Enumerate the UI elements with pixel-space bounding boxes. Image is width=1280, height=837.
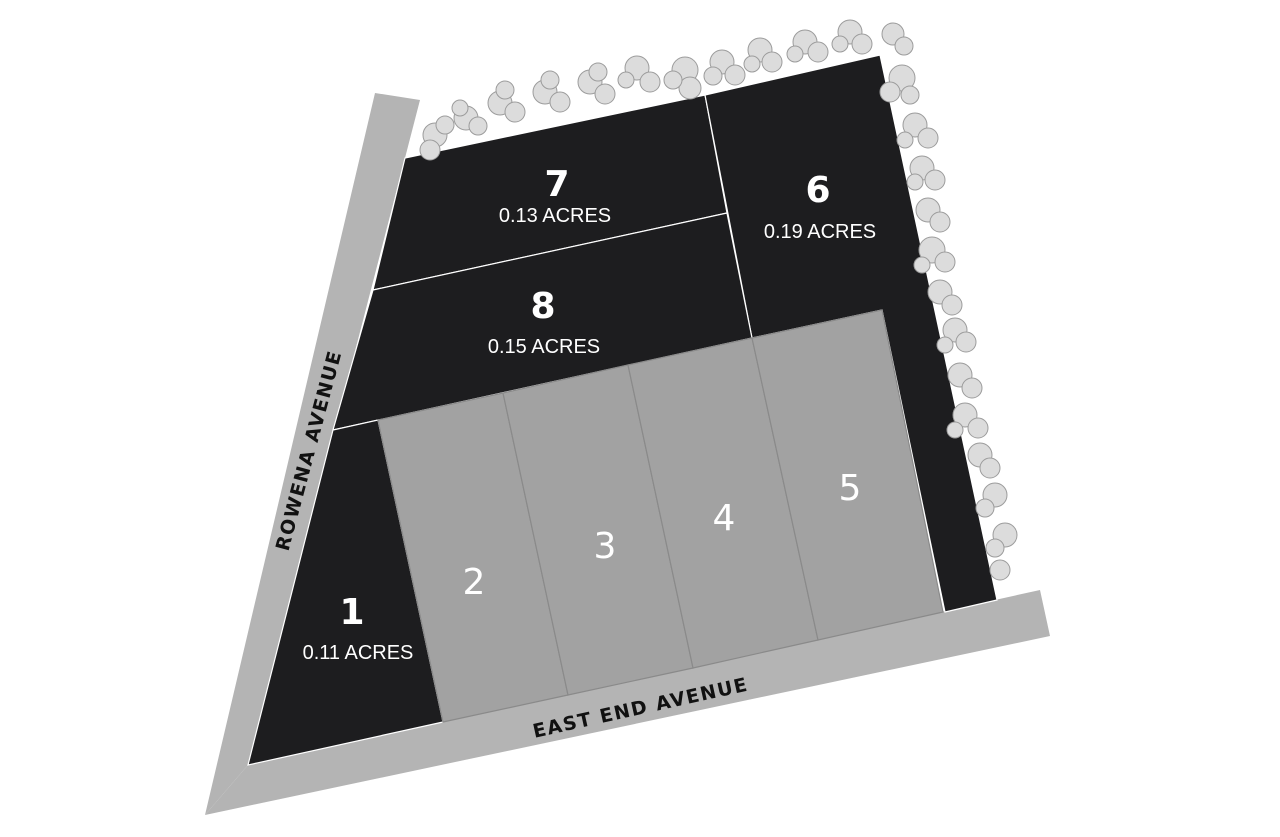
lot-6-area: 0.19 ACRES [764,221,876,243]
tree-line-top [419,19,914,161]
lot-5-parcel[interactable] [751,309,944,641]
lot-7-number: 7 [544,164,569,205]
east-end-avenue-road [205,590,1050,815]
lot-1-number: 1 [339,592,364,633]
lot-1-area: 0.11 ACRES [303,642,414,664]
lot-8-number: 8 [530,286,555,327]
lot-3-number: 3 [594,526,617,567]
rowena-avenue-road [205,93,420,815]
lot-5-number: 5 [839,468,862,509]
lot-7-area: 0.13 ACRES [499,205,611,227]
lot-4-number: 4 [713,498,736,539]
tree-line-right [879,64,1018,581]
lot-8-area: 0.15 ACRES [488,336,600,358]
lot-6-number: 6 [805,170,830,211]
lot-2-number: 2 [463,562,486,603]
